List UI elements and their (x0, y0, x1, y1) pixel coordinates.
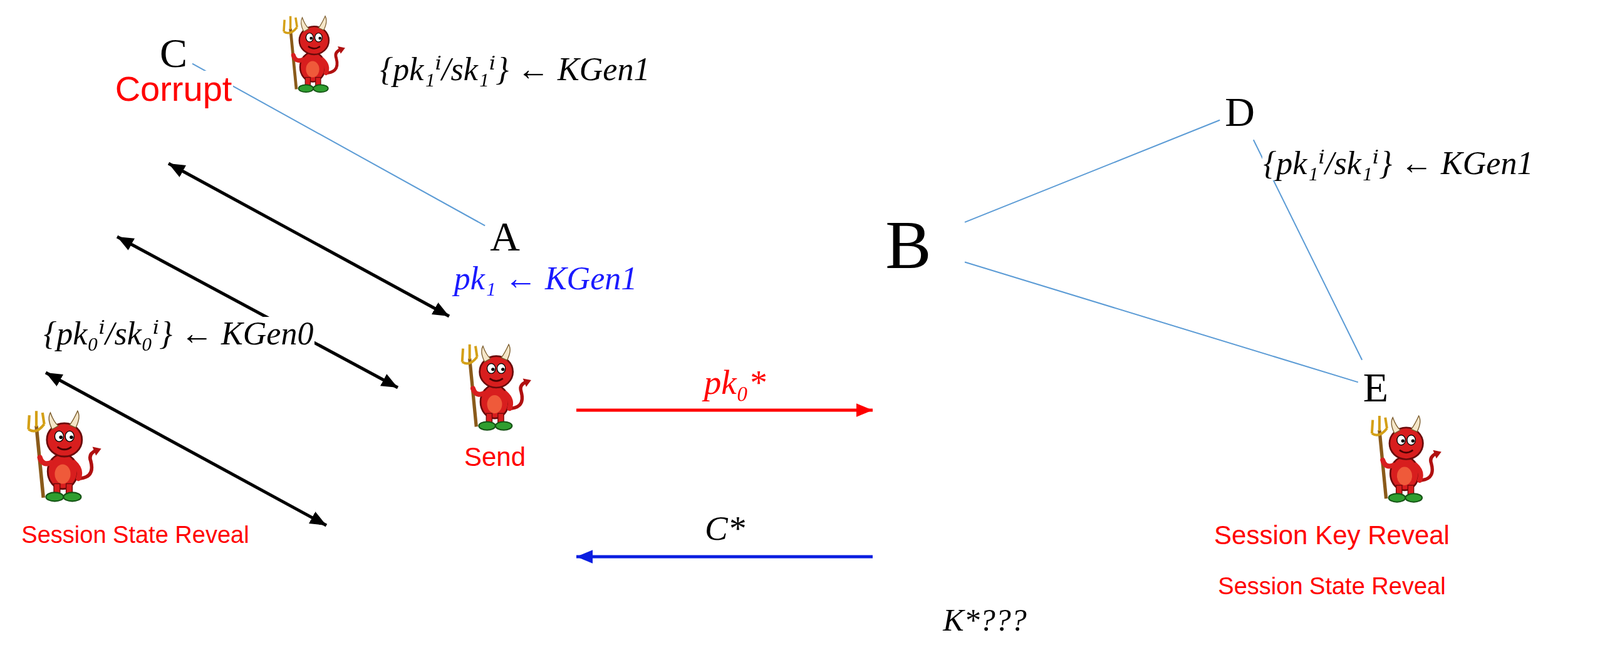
message-arrow (576, 409, 873, 413)
query-arrow (45, 372, 327, 526)
party-name: E (1363, 365, 1389, 411)
key-generation: {pk₁ⁱ/sk₁ⁱ} ← KGen1 (379, 52, 652, 88)
query-name: Send (464, 442, 526, 472)
message-label: pk₀* (702, 364, 768, 401)
party-link (964, 262, 1359, 383)
party-node: C (154, 25, 193, 82)
party-node: B (872, 200, 965, 577)
party-node: D (1219, 84, 1260, 141)
session-key: K*??? (941, 603, 1028, 638)
adversary-node: Send (413, 338, 577, 564)
query-name: Session State Reveal (20, 523, 250, 549)
query-name: Session Key Reveal (1212, 521, 1451, 550)
party-name: D (1224, 89, 1255, 136)
query-arrow (117, 236, 398, 388)
key-generation: pk₁ ← KGen1 (452, 261, 639, 297)
adversary-icon (1371, 415, 1442, 503)
message-label: C* (703, 510, 747, 547)
query-name: Session State Reveal (1216, 574, 1447, 600)
adversary-icon (28, 410, 101, 502)
party-node: A (484, 209, 525, 265)
party-node: E (1358, 360, 1394, 416)
party-name: B (885, 207, 931, 284)
message-arrow (576, 555, 873, 559)
party-name: C (159, 30, 188, 77)
key-generation: {pk₁ⁱ/sk₁ⁱ} ← KGen1 (1262, 146, 1535, 182)
adversary-icon (462, 344, 532, 431)
party-name: A (489, 214, 520, 260)
adversary-icon (283, 16, 346, 93)
party-link (192, 63, 485, 227)
query-name: Corrupt (114, 70, 234, 108)
query-arrow (168, 163, 450, 317)
party-link (964, 120, 1220, 223)
key-generation: {pk₀ⁱ/sk₀ⁱ} ← KGen0 (42, 316, 316, 352)
